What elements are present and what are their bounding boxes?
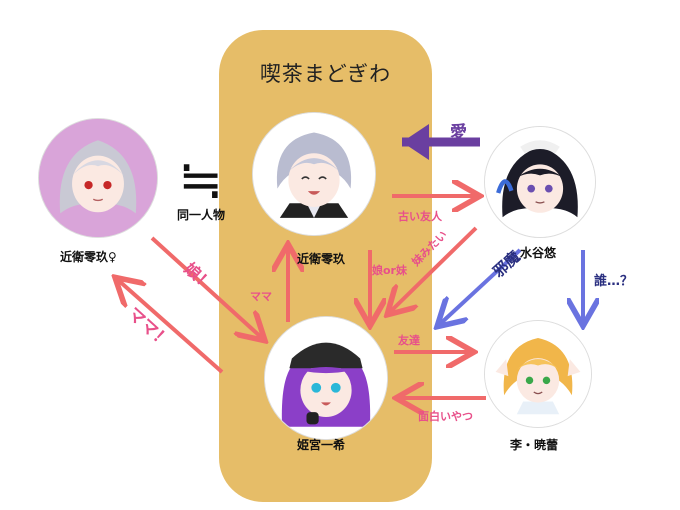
name-li: 李・暁蕾 <box>510 438 559 452</box>
name-mizutani: 水谷悠 <box>520 246 557 260</box>
approx-equal-symbol: ≒ <box>178 148 224 211</box>
character-portrait-icon <box>485 127 595 237</box>
avatar-rei-female <box>38 118 158 238</box>
label-old-friend: 古い友人 <box>398 210 442 223</box>
label-love: 愛 <box>450 123 467 143</box>
character-portrait-icon <box>485 321 591 427</box>
character-portrait-icon <box>265 317 387 439</box>
same-person-label: 同一人物 <box>177 208 226 222</box>
character-portrait-icon <box>39 119 157 237</box>
arrow-mama-big <box>118 280 224 374</box>
name-rei-female: 近衛零玖♀ <box>60 250 117 264</box>
label-funny-guy: 面白いやつ <box>418 410 473 423</box>
label-friend: 友達 <box>398 334 420 347</box>
avatar-rei <box>252 112 376 236</box>
avatar-li <box>484 320 592 428</box>
cafe-title: 喫茶まどぎわ <box>259 62 392 86</box>
avatar-mizutani <box>484 126 596 238</box>
label-who: 誰…？ <box>594 274 634 289</box>
name-himemiya: 姫宮一希 <box>297 438 346 452</box>
name-rei: 近衛零玖 <box>297 252 346 266</box>
arrow-obstacle <box>440 248 522 324</box>
arrow-daughter <box>150 236 262 338</box>
character-portrait-icon <box>253 113 375 235</box>
avatar-himemiya <box>264 316 388 440</box>
label-daughter-or-sister: 娘or妹 <box>372 264 407 277</box>
label-mama-small: ママ <box>250 290 272 303</box>
arrow-like-sister <box>390 226 478 312</box>
